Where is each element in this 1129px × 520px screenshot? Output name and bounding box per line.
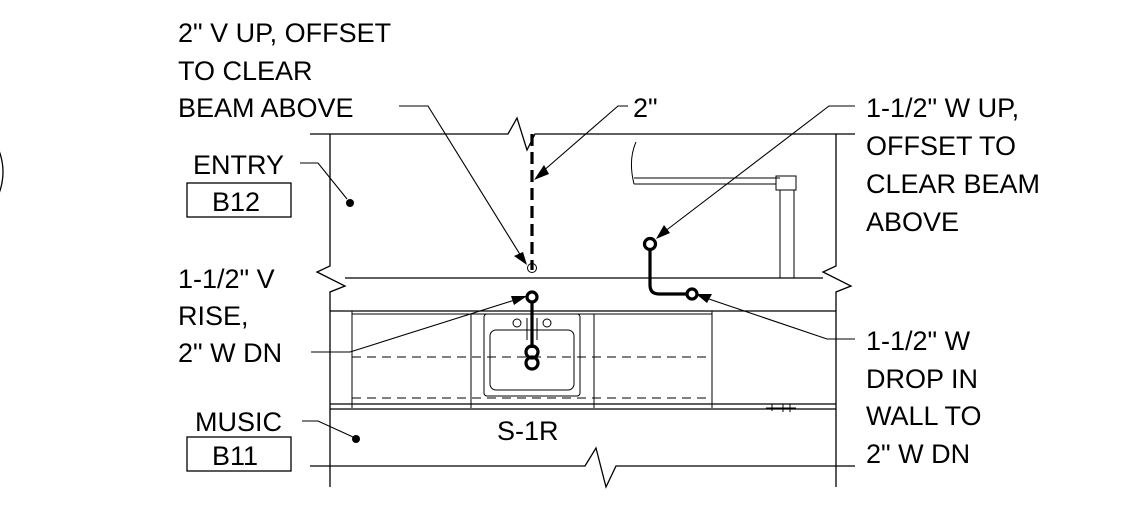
vent-riser-circle xyxy=(527,263,537,273)
vent-size-note: 2" xyxy=(633,93,658,123)
fixture-tag: S-1R xyxy=(497,416,559,446)
waste-drop-note: 1-1/2" W DROP IN WALL TO 2" W DN xyxy=(866,326,989,469)
counter-marks xyxy=(766,404,796,412)
leaders xyxy=(300,105,855,443)
vent-offset-note: 2" V UP, OFFSET TO CLEAR BEAM ABOVE xyxy=(178,18,398,123)
vent-rise-circle xyxy=(525,290,539,304)
entry-room-name: ENTRY xyxy=(193,150,284,180)
music-room-name: MUSIC xyxy=(195,407,282,437)
piping xyxy=(524,134,699,371)
waste-up-circle xyxy=(642,236,658,252)
music-room-number-box xyxy=(186,436,292,472)
waste-drain-circle-2 xyxy=(524,355,540,371)
waste-drop-circle xyxy=(685,287,699,301)
wall-lines xyxy=(310,116,855,489)
beam-outline xyxy=(630,141,797,278)
cabinet-dashed xyxy=(352,356,712,399)
partial-circle-edge xyxy=(0,151,4,193)
waste-up-note: 1-1/2" W UP, OFFSET TO CLEAR BEAM ABOVE xyxy=(866,93,1048,237)
vent-rise-note: 1-1/2" V RISE, 2" W DN xyxy=(178,264,282,368)
entry-room-number-box xyxy=(186,182,292,218)
entry-room-number: B12 xyxy=(212,187,260,217)
music-room-number: B11 xyxy=(212,441,258,471)
